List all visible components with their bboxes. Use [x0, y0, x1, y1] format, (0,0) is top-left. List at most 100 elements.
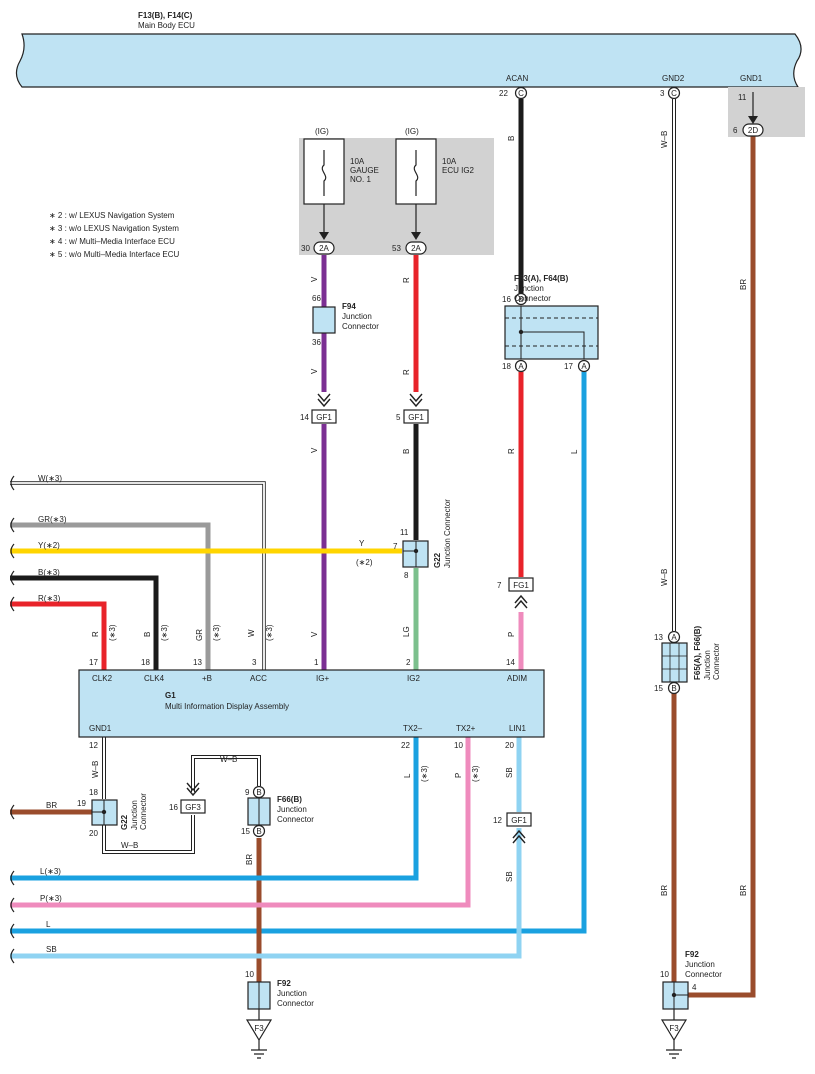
- gf1-arrows: [317, 393, 423, 408]
- input-l: L: [46, 920, 51, 929]
- svg-text:F3: F3: [254, 1024, 264, 1033]
- svg-text:(∗3): (∗3): [212, 624, 221, 641]
- svg-text:GR: GR: [195, 629, 204, 641]
- gnd1-shade: [728, 87, 805, 137]
- svg-text:12: 12: [493, 816, 502, 825]
- svg-text:18: 18: [89, 788, 98, 797]
- svg-text:W–B: W–B: [91, 761, 100, 778]
- input-br: BR: [46, 801, 57, 810]
- svg-text:L: L: [403, 773, 412, 778]
- input-gr: GR(∗3): [38, 515, 67, 524]
- svg-text:V: V: [310, 368, 319, 374]
- gauge-fuse-rating: 10A: [350, 157, 365, 166]
- svg-text:14: 14: [300, 413, 309, 422]
- gf1-connector-b: [403, 409, 429, 424]
- svg-text:F92: F92: [277, 979, 291, 988]
- svg-text:17: 17: [89, 658, 98, 667]
- svg-text:L: L: [570, 449, 579, 454]
- fg1-connector: [508, 577, 534, 592]
- svg-text:2D: 2D: [748, 126, 758, 135]
- wire-r-clk2: [10, 601, 107, 670]
- svg-text:13: 13: [654, 633, 663, 642]
- note-4: ∗ 5 : w/o Multi–Media Interface ECU: [49, 250, 180, 259]
- gf3-connector: [180, 799, 206, 814]
- svg-text:Junction Connector: Junction Connector: [443, 499, 452, 568]
- svg-text:C: C: [671, 89, 677, 98]
- wire-l-tx2m: [10, 737, 419, 881]
- ecu-code: F13(B), F14(C): [138, 11, 193, 20]
- ecu-ig2-connector-2a: [405, 241, 427, 255]
- svg-text:ACC: ACC: [250, 674, 267, 683]
- svg-text:1: 1: [314, 658, 319, 667]
- input-p3: P(∗3): [40, 894, 62, 903]
- svg-text:66: 66: [312, 294, 321, 303]
- svg-text:BR: BR: [660, 885, 669, 896]
- svg-text:5: 5: [396, 413, 401, 422]
- f65-junction: [661, 642, 688, 683]
- svg-text:B: B: [507, 136, 516, 141]
- ecu-ig2-pin: 53: [392, 244, 401, 253]
- gnd1-top-pin: 11: [738, 93, 747, 102]
- svg-text:12: 12: [89, 741, 98, 750]
- gf1-connector-v: [311, 409, 337, 424]
- wire-gr-b: [10, 522, 211, 670]
- svg-text:B: B: [256, 827, 261, 836]
- svg-text:2: 2: [406, 658, 411, 667]
- svg-text:BR: BR: [739, 885, 748, 896]
- input-r: R(∗3): [38, 594, 61, 603]
- svg-text:P: P: [507, 632, 516, 637]
- svg-text:7: 7: [497, 581, 502, 590]
- svg-text:Junction: Junction: [342, 312, 372, 321]
- gf1-connector-sb: [506, 812, 532, 827]
- svg-text:(∗3): (∗3): [420, 765, 429, 782]
- wire-gnd1-br: [688, 136, 756, 998]
- svg-text:3: 3: [252, 658, 257, 667]
- svg-text:P: P: [454, 773, 463, 778]
- svg-text:(∗3): (∗3): [471, 765, 480, 782]
- svg-text:Junction: Junction: [277, 989, 307, 998]
- svg-text:(∗3): (∗3): [108, 624, 117, 641]
- svg-text:2A: 2A: [411, 244, 421, 253]
- svg-text:18: 18: [502, 362, 511, 371]
- gauge-fuse-icon: [321, 150, 327, 196]
- svg-text:LG: LG: [402, 626, 411, 637]
- svg-text:G22: G22: [433, 552, 442, 568]
- gnd2-terminal-label: GND2: [662, 74, 685, 83]
- wb-label-loop: W–B: [220, 755, 237, 764]
- svg-text:15: 15: [241, 827, 250, 836]
- svg-text:A: A: [581, 362, 587, 371]
- wire-p-tx2p: [10, 737, 471, 908]
- svg-text:+B: +B: [202, 674, 212, 683]
- svg-text:F66(B): F66(B): [277, 795, 302, 804]
- svg-text:F94: F94: [342, 302, 356, 311]
- gnd1-terminal-label: GND1: [740, 74, 763, 83]
- svg-text:2A: 2A: [319, 244, 329, 253]
- svg-text:ADIM: ADIM: [507, 674, 527, 683]
- input-w: W(∗3): [38, 474, 62, 483]
- svg-text:Connector: Connector: [277, 999, 314, 1008]
- gauge-fuse-supply: (IG): [315, 127, 329, 136]
- gauge-pin: 30: [301, 244, 310, 253]
- svg-text:Connector: Connector: [139, 793, 148, 830]
- svg-text:7: 7: [393, 542, 398, 551]
- svg-text:R: R: [507, 448, 516, 454]
- svg-text:Connector: Connector: [685, 970, 722, 979]
- svg-text:A: A: [671, 633, 677, 642]
- ecu-ig2-fuse-name: ECU IG2: [442, 166, 475, 175]
- svg-text:Junction: Junction: [130, 800, 139, 830]
- acan-terminal-label: ACAN: [506, 74, 528, 83]
- gnd1-bot-pin: 6: [733, 126, 738, 135]
- svg-text:Connector: Connector: [514, 294, 551, 303]
- input-l3: L(∗3): [40, 867, 61, 876]
- svg-text:11: 11: [400, 528, 409, 537]
- svg-text:C: C: [518, 89, 524, 98]
- svg-text:FG1: FG1: [513, 581, 529, 590]
- ecu-ig2-fuse-rating: 10A: [442, 157, 457, 166]
- svg-text:TX2+: TX2+: [456, 724, 476, 733]
- svg-text:14: 14: [506, 658, 515, 667]
- svg-text:IG2: IG2: [407, 674, 420, 683]
- svg-text:V: V: [310, 447, 319, 453]
- svg-text:W–B: W–B: [660, 569, 669, 586]
- svg-text:TX2–: TX2–: [403, 724, 423, 733]
